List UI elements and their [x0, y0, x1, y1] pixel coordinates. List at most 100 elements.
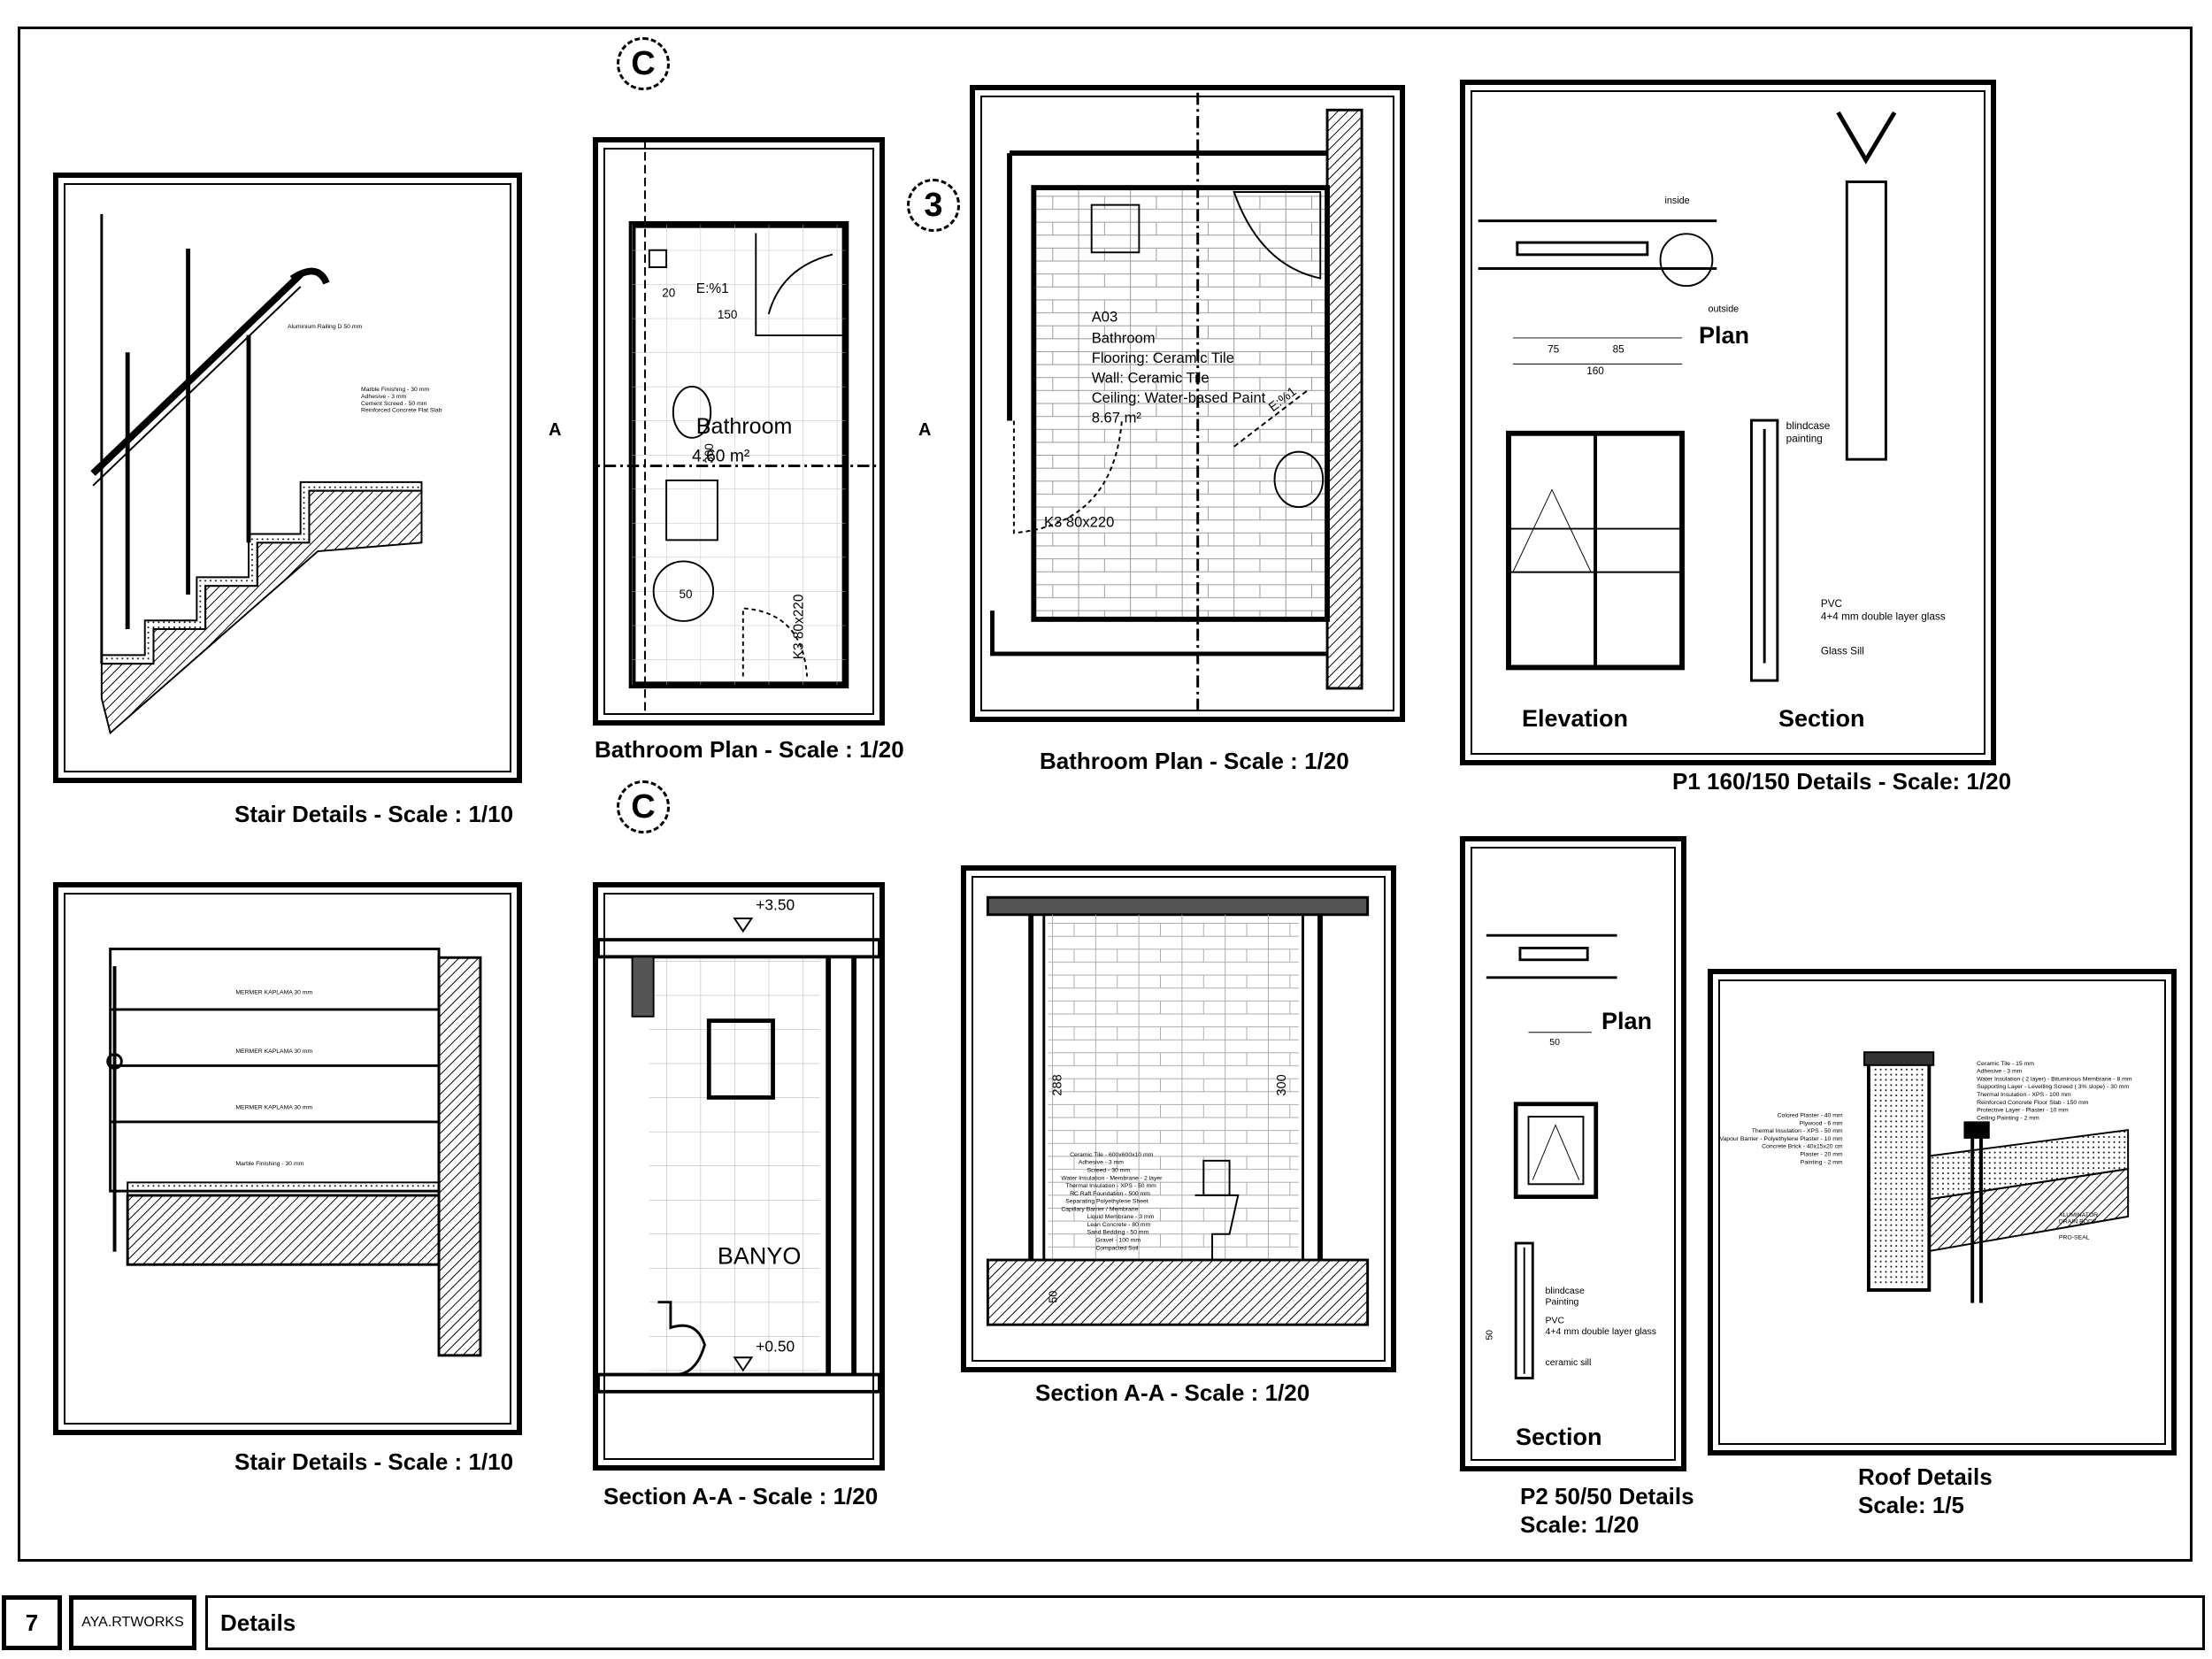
finish-note-1: Marble Finishing - 30 mm — [361, 387, 429, 393]
svg-text:Protective Layer - Plaster - 1: Protective Layer - Plaster - 10 mm — [1977, 1108, 2069, 1114]
p1-section-label: Section — [1778, 705, 1865, 732]
dim-150: 150 — [718, 308, 738, 321]
p2-section-label: Section — [1516, 1424, 1602, 1450]
height-dim-right: 300 — [1275, 1074, 1289, 1095]
stair-detail-panel-2[interactable]: MERMER KAPLAMA 30 mm MERMER KAPLAMA 30 m… — [53, 882, 522, 1435]
title-block: 7 AYA.RTWORKS Details — [0, 1588, 2212, 1659]
glass-note: 4+4 mm double layer glass — [1821, 611, 1946, 622]
sheet-number-box: 7 — [2, 1595, 62, 1650]
layer-note-2: MERMER KAPLAMA 30 mm — [235, 1048, 312, 1055]
svg-text:Plaster - 20 mm: Plaster - 20 mm — [1800, 1151, 1842, 1157]
glass-note: 4+4 mm double layer glass — [1546, 1327, 1656, 1337]
svg-text:Separating Polyethylene Sheet: Separating Polyethylene Sheet — [1065, 1199, 1148, 1205]
bathroom-plan-small-caption: Bathroom Plan - Scale : 1/20 — [595, 736, 904, 763]
svg-text:Adhesive - 3 mm: Adhesive - 3 mm — [1079, 1160, 1124, 1166]
svg-text:Gravel - 100 mm: Gravel - 100 mm — [1095, 1238, 1141, 1244]
level-bottom: +0.50 — [756, 1338, 795, 1356]
dim-85: 85 — [1613, 344, 1625, 356]
outside-note: outside — [1708, 304, 1739, 315]
p1-elevation-label: Elevation — [1522, 705, 1629, 732]
drain-note-3: PRO-SEAL — [2059, 1234, 2090, 1240]
svg-text:Supporting Layer - Levelling S: Supporting Layer - Levelling Screed ( 3%… — [1977, 1084, 2129, 1090]
section-aa-large-caption: Section A-A - Scale : 1/20 — [1035, 1379, 1310, 1406]
sheet-number: 7 — [25, 1609, 39, 1636]
svg-text:Lean Concrete - 80 mm: Lean Concrete - 80 mm — [1087, 1222, 1151, 1228]
stair-detail-caption-1: Stair Details - Scale : 1/10 — [234, 801, 514, 827]
drain-note-1: ALUMINATOR — [2059, 1212, 2098, 1218]
p1-window-details-panel[interactable]: inside outside blindcase painting PVC 4+… — [1460, 80, 1996, 765]
room-name: BANYO — [718, 1242, 801, 1269]
sill-note: ceramic sill — [1546, 1358, 1592, 1368]
sheet-title: Details — [220, 1609, 296, 1636]
roof-layer-notes-right: Ceramic Tile - 15 mm Adhesive - 3 mm Wat… — [1977, 1061, 2132, 1122]
sill-note: Glass Sill — [1821, 646, 1864, 657]
floor-layer-notes: Ceramic Tile - 600x600x10 mm Adhesive - … — [1061, 1152, 1163, 1251]
section-c-marker-bottom: C — [617, 780, 670, 833]
room-area: 8.67 m² — [1092, 409, 1142, 426]
svg-text:Sand Bedding - 50 mm: Sand Bedding - 50 mm — [1087, 1230, 1149, 1236]
svg-text:Ceiling Painting - 2 mm: Ceiling Painting - 2 mm — [1977, 1115, 2039, 1121]
section-c-marker-top: C — [617, 37, 670, 90]
ceiling-note: Ceiling: Water-based Paint — [1092, 389, 1266, 406]
bathroom-plan-large-panel[interactable]: A03 Bathroom Flooring: Ceramic Tile Wall… — [970, 85, 1405, 722]
svg-text:Liquid Membrane - 3 mm: Liquid Membrane - 3 mm — [1087, 1214, 1155, 1220]
roof-details-panel[interactable]: Ceramic Tile - 15 mm Adhesive - 3 mm Wat… — [1708, 969, 2177, 1455]
section-a-left-label: A — [549, 420, 562, 440]
pvc-note: PVC — [1821, 598, 1843, 610]
painting-note: Painting — [1546, 1298, 1579, 1308]
section-aa-small-drawing: BANYO +3.50 +0.50 — [598, 895, 879, 1394]
sheet-title-box: Details — [205, 1595, 2205, 1650]
inside-note: inside — [1664, 196, 1689, 206]
stair-elevation-drawing: MERMER KAPLAMA 30 mm MERMER KAPLAMA 30 m… — [106, 948, 482, 1357]
svg-text:Ceramic Tile - 15 mm: Ceramic Tile - 15 mm — [1977, 1061, 2034, 1067]
section-aa-large-panel[interactable]: 288 300 50 Ceramic Tile - 600x600x10 mm … — [961, 865, 1396, 1372]
room-code: A03 — [1092, 308, 1118, 325]
roof-detail-drawing: Ceramic Tile - 15 mm Adhesive - 3 mm Wat… — [1719, 1051, 2132, 1303]
svg-text:Capillary Barrier / Membrane: Capillary Barrier / Membrane — [1061, 1206, 1138, 1212]
section-aa-small-panel[interactable]: BANYO +3.50 +0.50 — [593, 882, 885, 1471]
roof-layer-notes-left: Colored Plaster - 40 mm Plywood - 6 mm T… — [1719, 1112, 1842, 1165]
roof-caption-line1: Roof Details — [1858, 1463, 1993, 1490]
svg-text:Colored Plaster - 40 mm: Colored Plaster - 40 mm — [1778, 1112, 1843, 1118]
section-aa-small-caption: Section A-A - Scale : 1/20 — [603, 1483, 879, 1509]
finish-note-4: Reinforced Concrete Flat Slab — [361, 408, 442, 414]
wall-note: Wall: Ceramic Tile — [1092, 370, 1210, 387]
bathroom-plan-small-drawing: Bathroom 4.60 m² E:%1 K3 80x220 150 20 3… — [598, 142, 879, 715]
svg-text:Reinforced Concrete Floor Slab: Reinforced Concrete Floor Slab - 150 mm — [1977, 1100, 2089, 1106]
stair-detail-panel-1[interactable]: Aluminium Railing D 50 mm Marble Finishi… — [53, 173, 522, 783]
drain-note-2: DRAIN BODY — [2059, 1219, 2097, 1225]
dim-20: 20 — [662, 287, 675, 300]
svg-text:Vapour Barrier - Polyethylene: Vapour Barrier - Polyethylene Plaster - … — [1719, 1136, 1842, 1142]
svg-text:Plywood - 6 mm: Plywood - 6 mm — [1800, 1120, 1843, 1126]
dim-50-plan: 50 — [1549, 1038, 1560, 1048]
p2-plan-label: Plan — [1601, 1008, 1653, 1034]
flooring-note: Flooring: Ceramic Tile — [1092, 349, 1234, 366]
stair-detail-caption-2: Stair Details - Scale : 1/10 — [234, 1448, 514, 1475]
svg-text:Painting - 2 mm: Painting - 2 mm — [1801, 1159, 1843, 1165]
svg-text:Thermal Insulation - XPS - 50: Thermal Insulation - XPS - 50 mm — [1065, 1183, 1156, 1189]
svg-text:Water Insulation ( 2 layer) -: Water Insulation ( 2 layer) - Bituminous… — [1977, 1076, 2132, 1082]
firm-box: AYA.RTWORKS — [69, 1595, 196, 1650]
svg-text:Ceramic Tile - 600x600x10 mm: Ceramic Tile - 600x600x10 mm — [1070, 1152, 1154, 1158]
painting-note: painting — [1786, 434, 1823, 445]
svg-text:Adhesive - 3 mm: Adhesive - 3 mm — [1977, 1069, 2023, 1075]
door-tag: K3 80x220 — [791, 595, 806, 660]
bathroom-plan-large-caption: Bathroom Plan - Scale : 1/20 — [1040, 748, 1349, 774]
door-tag: K3 80x220 — [1044, 514, 1114, 531]
dim-300: 300 — [703, 443, 716, 464]
p2-window-drawing: blindcase Painting PVC 4+4 mm double lay… — [1486, 933, 1656, 1379]
p2-caption-line2: Scale: 1/20 — [1520, 1511, 1640, 1538]
bathroom-plan-large-drawing: A03 Bathroom Flooring: Ceramic Tile Wall… — [990, 92, 1363, 715]
bathroom-plan-small-panel[interactable]: Bathroom 4.60 m² E:%1 K3 80x220 150 20 3… — [593, 137, 885, 726]
finish-note-2: Adhesive - 3 mm — [361, 394, 407, 400]
blindcase-note: blindcase — [1786, 420, 1831, 432]
room-name: Bathroom — [1092, 330, 1156, 347]
p2-window-details-panel[interactable]: blindcase Painting PVC 4+4 mm double lay… — [1460, 836, 1686, 1471]
level-top: +3.50 — [756, 895, 795, 913]
p2-caption-line1: P2 50/50 Details — [1520, 1483, 1694, 1509]
reference-3-marker: 3 — [907, 179, 960, 232]
svg-text:Water Insulation - Membrane -: Water Insulation - Membrane - 2 layer — [1061, 1175, 1163, 1181]
layer-note-1: MERMER KAPLAMA 30 mm — [235, 989, 312, 995]
pvc-note: PVC — [1546, 1317, 1565, 1326]
drawing-sheet — [18, 27, 2193, 1562]
